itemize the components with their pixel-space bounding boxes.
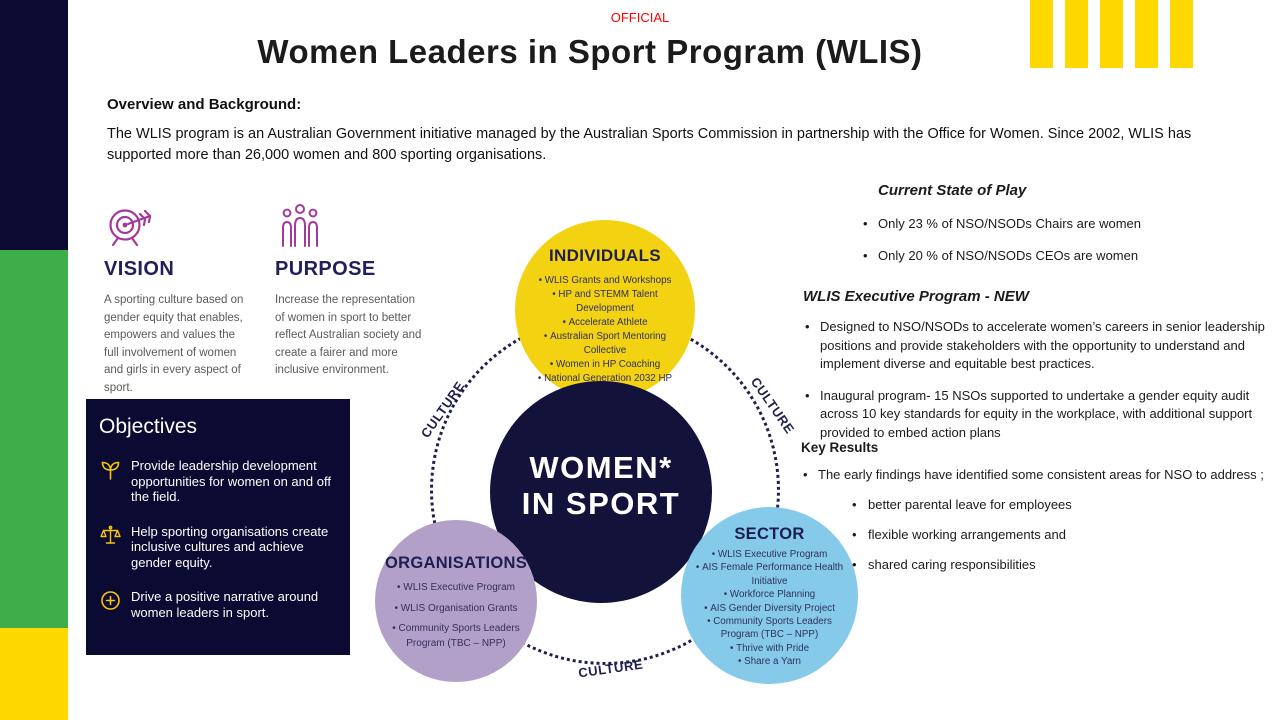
overview-section: Overview and Background: The WLIS progra… <box>107 96 1212 166</box>
list-item: Women in HP Coaching <box>528 358 682 372</box>
overview-body: The WLIS program is an Australian Govern… <box>107 126 1192 163</box>
individuals-title: INDIVIDUALS <box>549 246 661 265</box>
purpose-block: PURPOSE Increase the representation of w… <box>275 200 425 380</box>
page-title: Women Leaders in Sport Program (WLIS) <box>257 33 923 70</box>
organisations-title: ORGANISATIONS <box>385 554 528 572</box>
key-results-sub-list: better parental leave for employees flex… <box>850 497 1271 572</box>
objective-text: Help sporting organisations create inclu… <box>131 523 329 570</box>
target-arrow-icon <box>109 209 152 247</box>
yellow-bar <box>1135 0 1158 68</box>
key-results-section: Key Results The early findings have iden… <box>801 440 1271 572</box>
yellow-bar <box>1065 0 1088 68</box>
vision-body: A sporting culture based on gender equit… <box>104 294 244 394</box>
sector-title: SECTOR <box>734 525 805 543</box>
list-item: WLIS Executive Program <box>385 581 527 596</box>
overview-heading: Overview and Background: <box>107 96 302 113</box>
organisations-circle: ORGANISATIONS WLIS Executive Program WLI… <box>375 520 537 682</box>
list-item: Community Sports Leaders Program (TBC – … <box>695 615 844 642</box>
list-item: Thrive with Pride <box>695 642 844 655</box>
objective-item: Provide leadership development opportuni… <box>99 458 338 505</box>
plus-circle-icon <box>101 591 120 610</box>
bullet-item: flexible working arrangements and <box>850 527 1271 542</box>
objectives-panel: Objectives Provide leadership developmen… <box>86 399 350 655</box>
executive-program-list: Designed to NSO/NSODs to accelerate wome… <box>803 318 1268 442</box>
bullet-item: shared caring responsibilities <box>850 557 1271 572</box>
left-bar-green <box>0 250 68 628</box>
list-item: WLIS Grants and Workshops <box>528 274 682 288</box>
objective-text: Provide leadership development opportuni… <box>131 458 331 504</box>
list-item: Community Sports Leaders Program (TBC – … <box>385 622 527 651</box>
key-results-lead-list: The early findings have identified some … <box>801 467 1271 482</box>
organisations-list: WLIS Executive Program WLIS Organisation… <box>385 581 527 651</box>
official-classification-label: OFFICIAL <box>610 10 670 25</box>
bullet-item: better parental leave for employees <box>850 497 1271 512</box>
list-item: WLIS Executive Program <box>695 548 844 561</box>
executive-program-heading: WLIS Executive Program - NEW <box>803 288 1029 305</box>
bullet-item: Designed to NSO/NSODs to accelerate wome… <box>803 318 1268 374</box>
center-line1: WOMEN* <box>529 450 673 485</box>
yellow-bar <box>1030 0 1053 68</box>
individuals-circle: INDIVIDUALS WLIS Grants and Workshops HP… <box>515 220 695 400</box>
current-state-of-play-section: Current State of Play Only 23 % of NSO/N… <box>861 182 1221 263</box>
list-item: Accelerate Athlete <box>528 316 682 330</box>
list-item: AIS Gender Diversity Project <box>695 602 844 615</box>
list-item: WLIS Organisation Grants <box>385 602 527 617</box>
center-line2: IN SPORT <box>521 486 681 521</box>
list-item: Share a Yarn <box>695 655 844 668</box>
sprout-icon <box>101 461 120 480</box>
objective-text: Drive a positive narrative around women … <box>131 589 319 620</box>
state-of-play-list: Only 23 % of NSO/NSODs Chairs are women … <box>861 216 1221 263</box>
scales-icon <box>100 525 121 544</box>
vision-block: VISION A sporting culture based on gende… <box>104 200 252 397</box>
left-bar-navy <box>0 0 68 250</box>
yellow-bar <box>1100 0 1123 68</box>
top-right-bars <box>1030 0 1193 68</box>
list-item: Workforce Planning <box>695 588 844 601</box>
sector-list: WLIS Executive Program AIS Female Perfor… <box>695 548 844 669</box>
bullet-item: Inaugural program- 15 NSOs supported to … <box>803 387 1268 443</box>
key-results-heading: Key Results <box>801 440 879 455</box>
objectives-heading: Objectives <box>99 415 198 438</box>
state-of-play-heading: Current State of Play <box>878 182 1027 199</box>
list-item: Australian Sport Mentoring Collective <box>528 330 682 358</box>
yellow-bar <box>1170 0 1193 68</box>
three-people-icon <box>282 204 318 247</box>
objective-item: Help sporting organisations create inclu… <box>99 524 338 571</box>
objective-item: Drive a positive narrative around women … <box>99 589 338 620</box>
bullet-item: The early findings have identified some … <box>801 467 1271 482</box>
list-item: AIS Female Performance Health Initiative <box>695 561 844 588</box>
sector-circle: SECTOR WLIS Executive Program AIS Female… <box>681 507 858 684</box>
left-bar-yellow <box>0 628 68 720</box>
bullet-item: Only 23 % of NSO/NSODs Chairs are women <box>861 216 1221 231</box>
purpose-body: Increase the representation of women in … <box>275 294 422 376</box>
list-item: HP and STEMM Talent Development <box>528 288 682 316</box>
purpose-heading: PURPOSE <box>275 258 376 280</box>
wlis-executive-program-section: WLIS Executive Program - NEW Designed to… <box>803 288 1268 442</box>
vision-heading: VISION <box>104 258 175 280</box>
bullet-item: Only 20 % of NSO/NSODs CEOs are women <box>861 248 1221 263</box>
